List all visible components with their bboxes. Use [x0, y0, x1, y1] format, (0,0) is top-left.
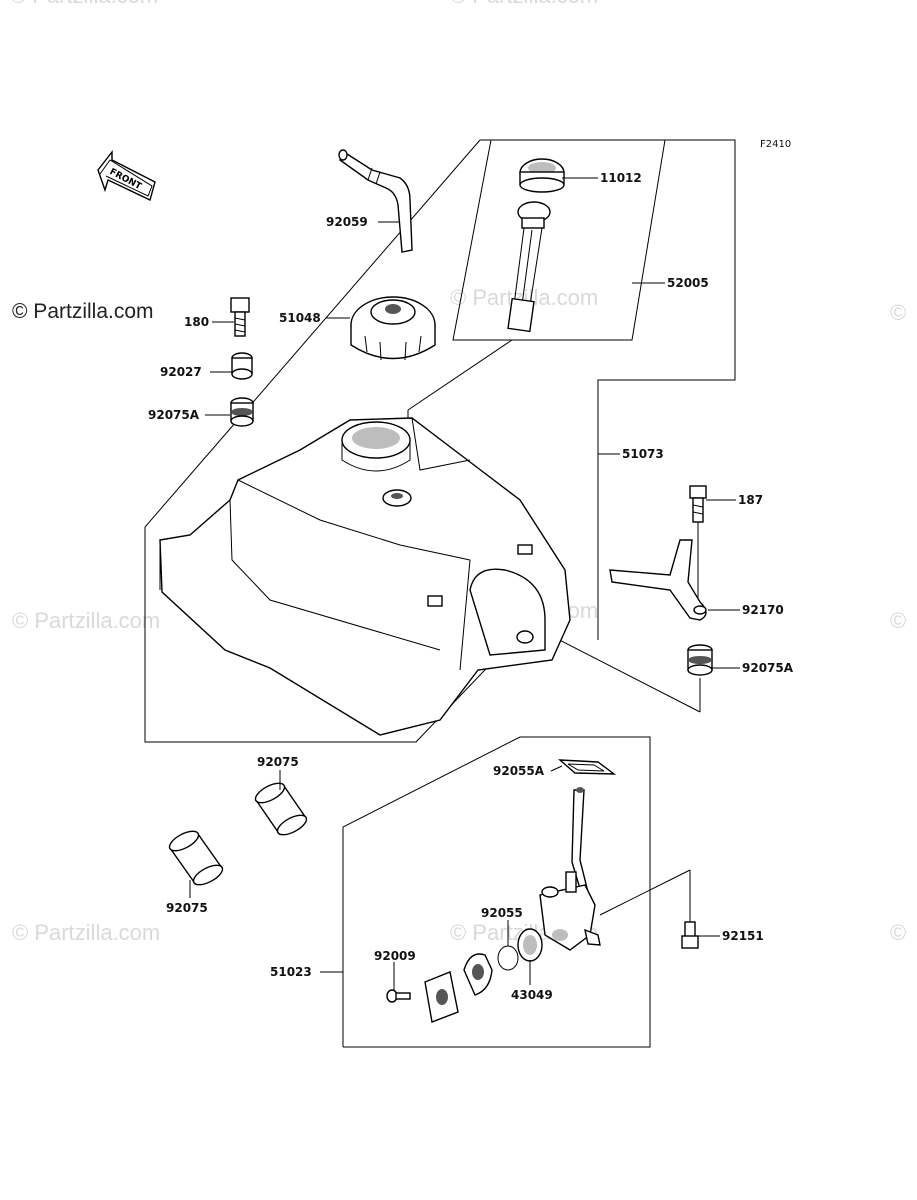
- part-label-51073: 51073: [622, 447, 664, 461]
- watermark-edge: ©: [890, 608, 906, 633]
- watermark-text: © Partzilla.com: [12, 920, 160, 945]
- bolt-92151-part: [681, 921, 699, 949]
- part-label-52005: 52005: [667, 276, 709, 290]
- fuel-cock-outline: [342, 736, 691, 1048]
- screw-92009-part: [386, 989, 411, 1003]
- breather-hose-part: [338, 149, 413, 253]
- part-label-51023: 51023: [270, 965, 312, 979]
- part-label-180: 180: [184, 315, 209, 329]
- part-label-92075a-right: 92075A: [742, 661, 794, 675]
- part-label-92055: 92055: [481, 906, 523, 920]
- part-label-92059: 92059: [326, 215, 368, 229]
- lever-part: [463, 953, 493, 996]
- part-label-43049: 43049: [511, 988, 553, 1002]
- part-label-92170: 92170: [742, 603, 784, 617]
- figure-code: F2410: [760, 139, 791, 150]
- part-label-92027: 92027: [160, 365, 202, 379]
- watermark-main: © Partzilla.com: [12, 300, 154, 323]
- watermark-edge: ©: [890, 920, 906, 945]
- leader-lines: [189, 177, 740, 990]
- fuel-tank-part: [159, 417, 571, 736]
- o-ring-92055-part: [497, 945, 519, 971]
- bolt-180-part: [230, 297, 250, 337]
- watermark-text: © Partzilla.com: [10, 0, 158, 8]
- grommet-92075a-right-part: [687, 644, 713, 676]
- spacer-92075-bottom-part: [168, 830, 224, 886]
- watermark-text: © Partzilla.com: [450, 0, 598, 8]
- plate-part: [424, 971, 459, 1023]
- diaphragm-43049-part: [517, 928, 543, 962]
- collar-92027-part: [231, 352, 253, 380]
- watermark-edge: ©: [890, 300, 906, 325]
- bracket-92170-part: [609, 539, 707, 621]
- grommet-92075a-left-part: [230, 397, 254, 427]
- gauge-cap-part: [519, 158, 565, 193]
- front-arrow-icon: FRONT: [97, 149, 156, 201]
- bolt-187-part: [689, 485, 707, 605]
- part-label-51048: 51048: [279, 311, 321, 325]
- part-labels: 11012 52005 92059 51048 180 92027 92075A…: [148, 171, 794, 1002]
- fuel-gauge-part: [507, 201, 551, 333]
- part-label-92075-top: 92075: [257, 755, 299, 769]
- part-label-187: 187: [738, 493, 763, 507]
- part-label-92151: 92151: [722, 929, 764, 943]
- part-label-92075-bottom: 92075: [166, 901, 208, 915]
- gasket-92055a-part: [558, 759, 617, 775]
- fuel-cap-part: [350, 296, 436, 361]
- part-label-92055a: 92055A: [493, 764, 545, 778]
- fuel-cock-part: [539, 787, 601, 951]
- watermark-text: © Partzilla.com: [12, 608, 160, 633]
- part-label-11012: 11012: [600, 171, 642, 185]
- spacer-92075-top-part: [254, 782, 308, 836]
- part-label-92075a-left: 92075A: [148, 408, 200, 422]
- part-label-92009: 92009: [374, 949, 416, 963]
